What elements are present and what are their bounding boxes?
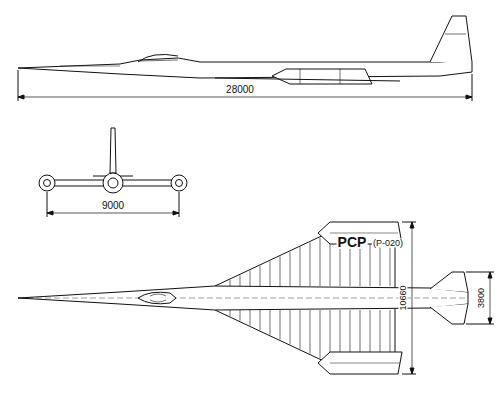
side-view (18, 16, 472, 101)
top-view (18, 222, 494, 374)
dimension-value: 9000 (101, 201, 125, 211)
dimension-value: 28000 (225, 85, 255, 95)
dimension-value: 3800 (477, 287, 486, 309)
dimension-value: 10660 (399, 284, 408, 311)
drawing-title: PCP (337, 235, 368, 249)
drawing-title: (P-020) (372, 239, 404, 248)
front-view (39, 128, 187, 217)
